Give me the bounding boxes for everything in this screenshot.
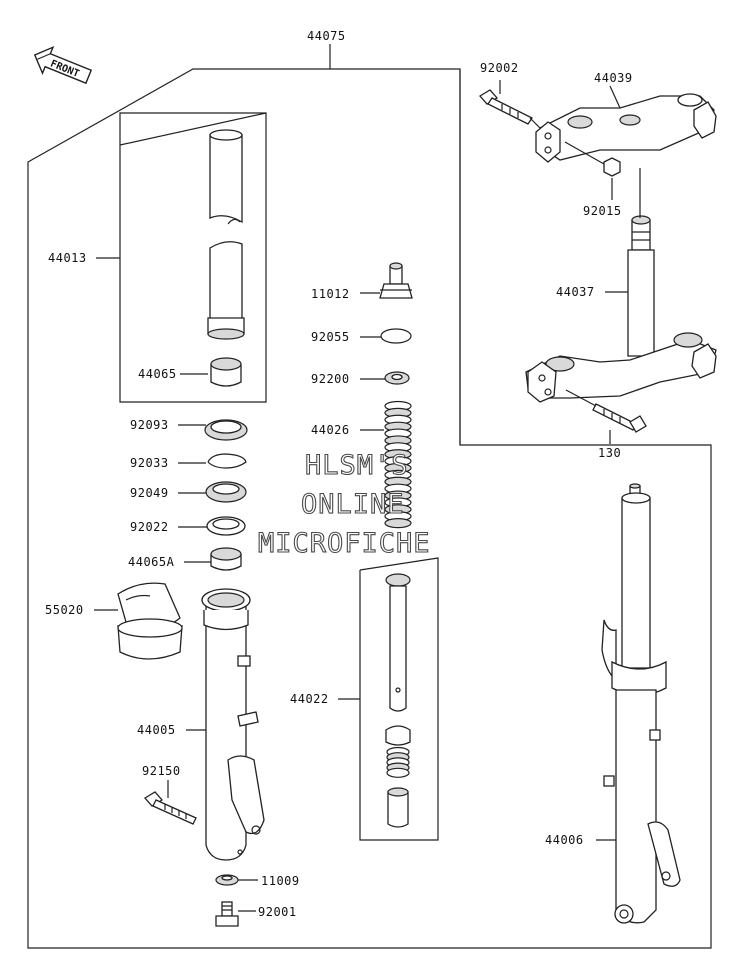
label-44013: 44013 [48,251,87,265]
label-44005: 44005 [137,723,176,737]
watermark-line-2: ONLINE [301,489,405,520]
bushing-44065a [210,547,242,571]
front-arrow-icon: FRONT [33,45,93,85]
circlip-92033 [207,453,247,469]
label-92150: 92150 [142,764,181,778]
o-ring-92055 [380,328,412,344]
oil-seal-92093 [204,419,248,441]
label-11012: 11012 [311,287,350,301]
fork-guard-55020 [117,582,183,660]
washer-92022 [206,516,246,536]
label-92055: 92055 [311,330,350,344]
watermark-line-1: HLSM'S [305,450,409,481]
washer-11009 [215,874,239,886]
inner-tube-upper [209,129,243,225]
bushing-44065 [210,357,242,387]
outer-tube-44005 [201,588,265,861]
label-92002: 92002 [480,61,519,75]
fork-assembly-44006 [601,483,681,924]
steering-stem-44037 [525,168,717,403]
fork-spring-44026 [384,400,412,529]
label-44065: 44065 [138,367,177,381]
label-92200: 92200 [311,372,350,386]
bolt-92002 [478,89,533,125]
label-44006: 44006 [545,833,584,847]
damper-rod-44022 [385,573,411,828]
label-130: 130 [598,446,621,460]
label-44039: 44039 [594,71,633,85]
collar-92200 [384,371,410,385]
inner-tube-lower [207,241,245,340]
assembly-outline [27,68,712,949]
spring-coil [386,767,410,778]
label-11009: 11009 [261,874,300,888]
inner-tube-group-box [119,112,267,403]
label-92049: 92049 [130,486,169,500]
label-92033: 92033 [130,456,169,470]
upper-bracket-44039 [535,93,717,163]
bolt-92150 [143,791,197,825]
spring-coil [384,518,412,529]
bolt-130 [592,403,647,433]
watermark-line-3: MICROFICHE [258,528,431,559]
bolt-92001 [215,901,239,927]
label-44026: 44026 [311,423,350,437]
assembly-number: 44075 [307,29,346,43]
nut-92015 [603,157,621,177]
top-plug-11012 [379,262,413,299]
label-92093: 92093 [130,418,169,432]
label-44065a: 44065A [128,555,175,569]
washer-92049 [205,481,247,503]
damper-group-box [359,557,439,841]
label-44022: 44022 [290,692,329,706]
label-55020: 55020 [45,603,84,617]
label-44037: 44037 [556,285,595,299]
label-92015: 92015 [583,204,622,218]
label-92001: 92001 [258,905,297,919]
label-92022: 92022 [130,520,169,534]
